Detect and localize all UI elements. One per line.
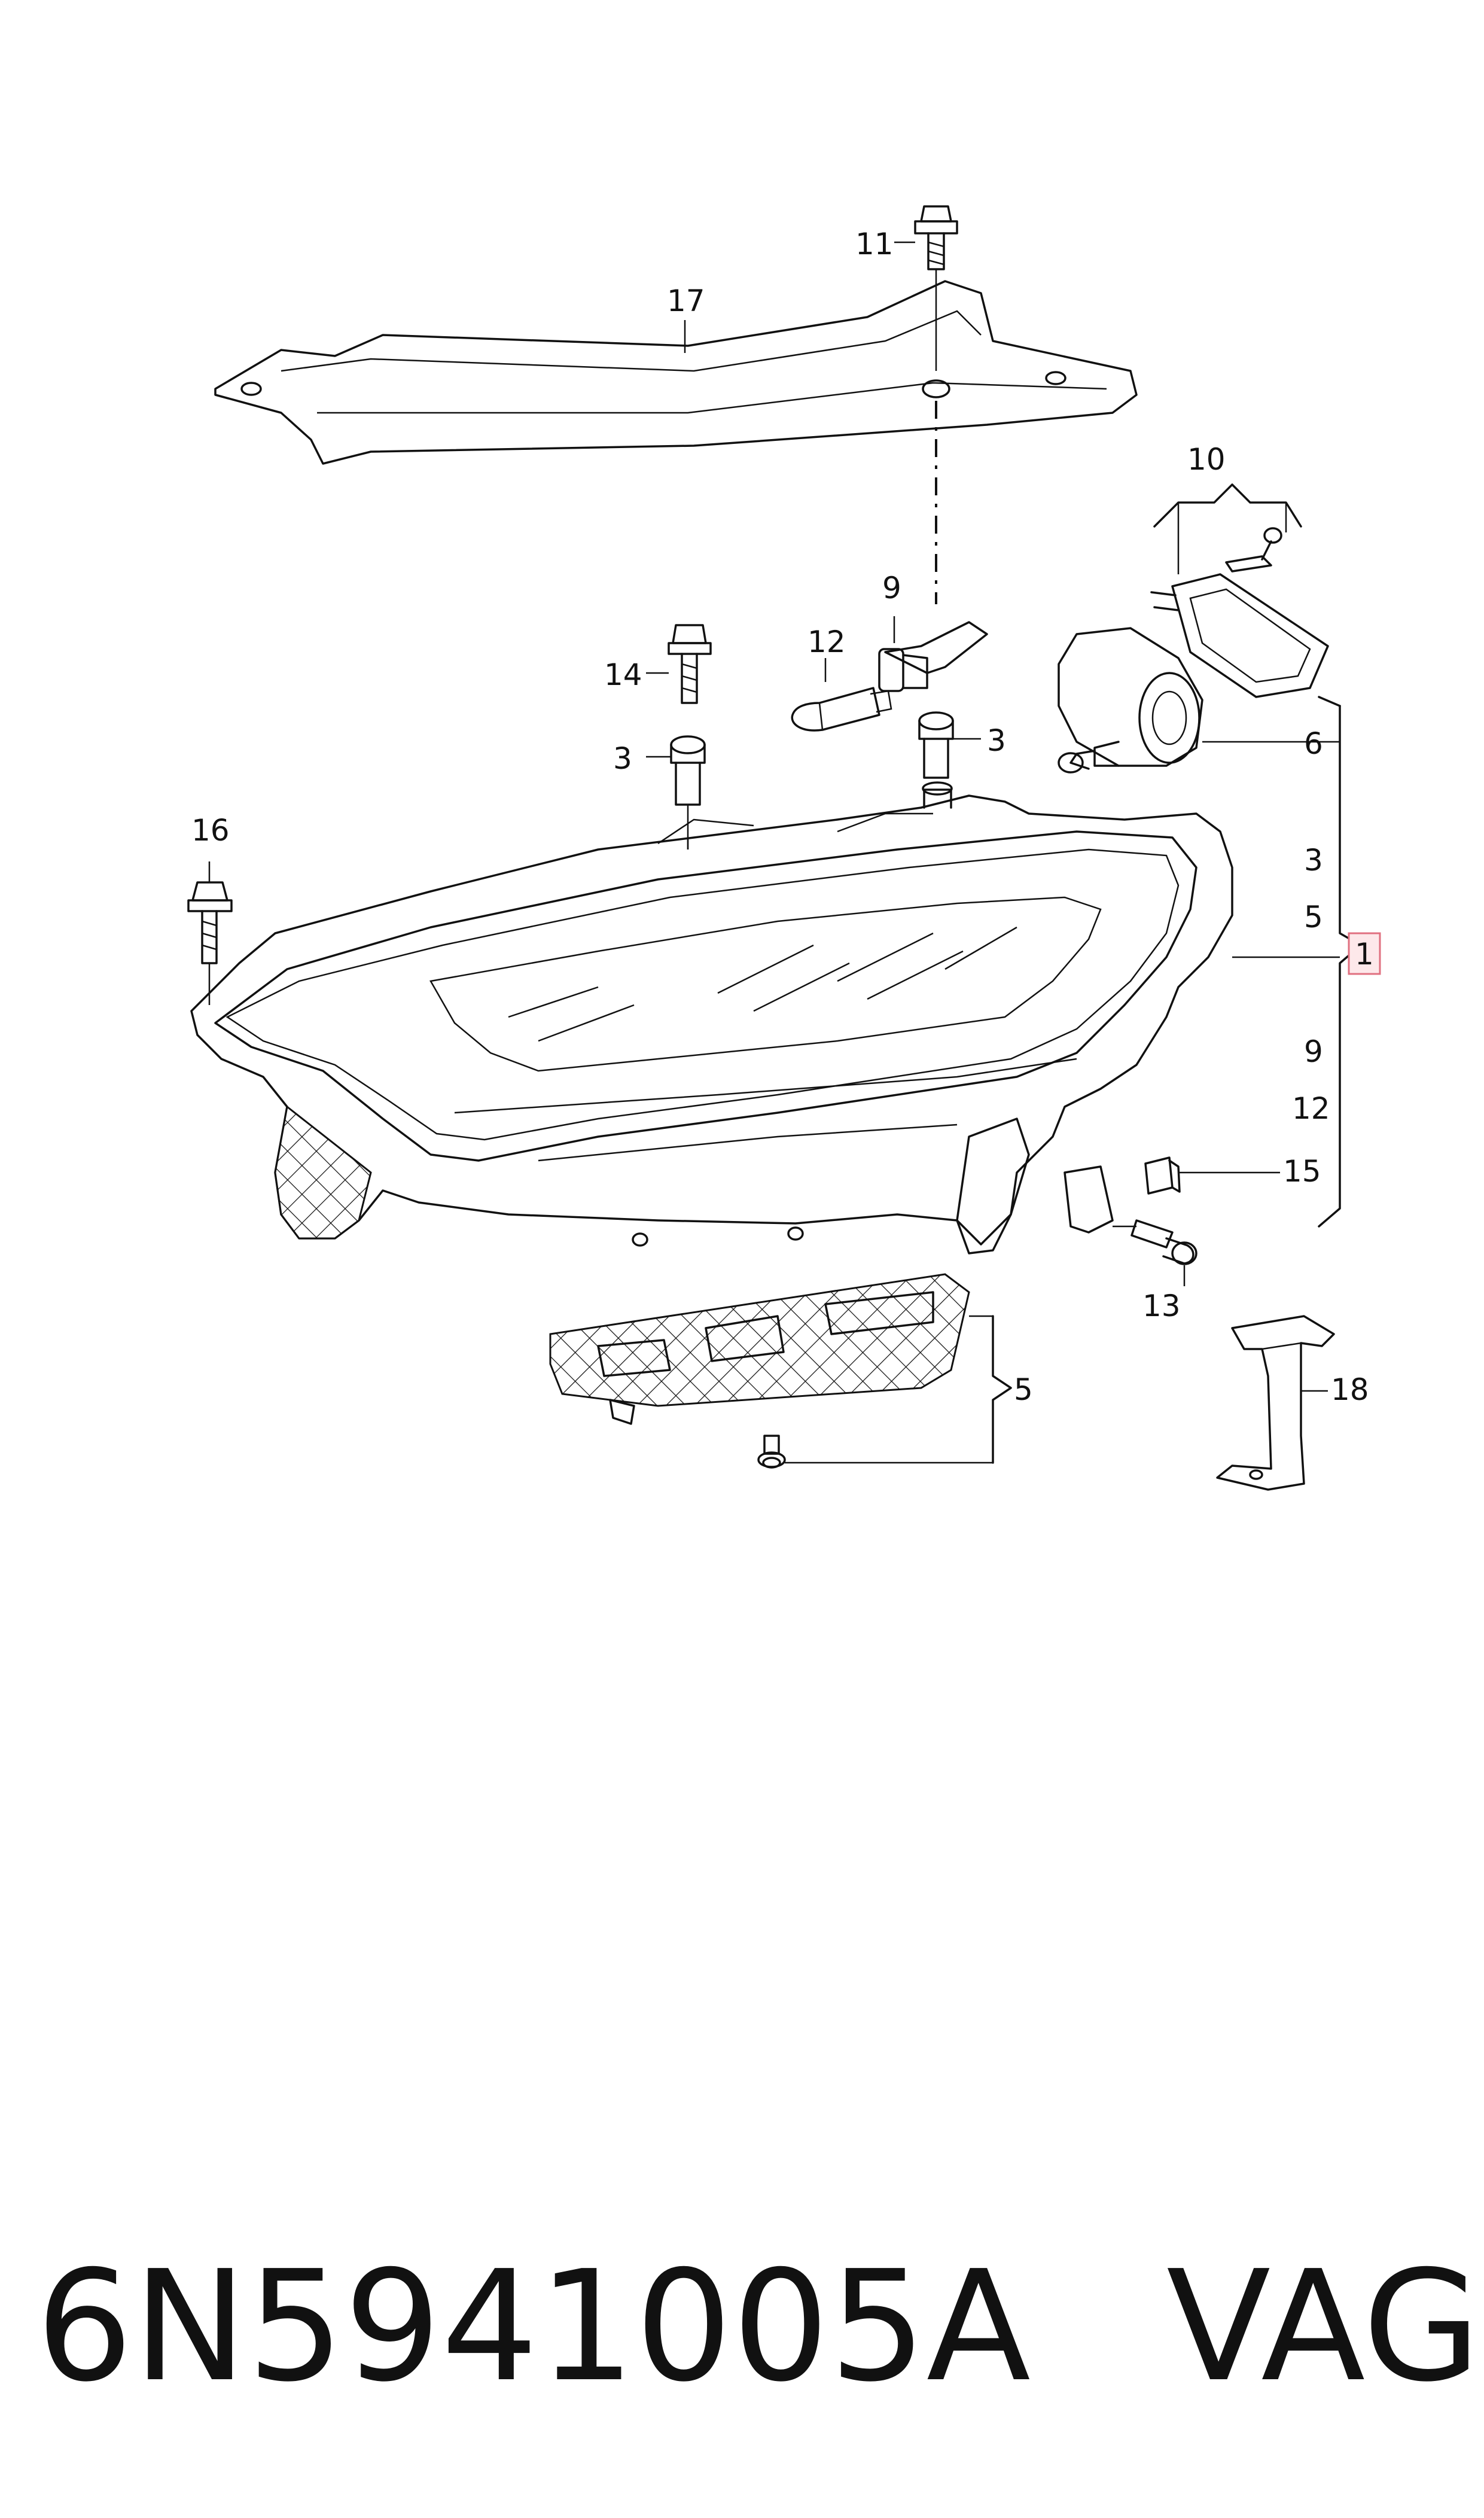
- callout-1-highlight: [1348, 932, 1381, 975]
- callout-3-list: 3: [1304, 843, 1323, 878]
- callout-3-right: 3: [987, 723, 1006, 758]
- bracket-part-18: [1216, 1315, 1335, 1491]
- footer: 6N5941005A VAG: [36, 2237, 1481, 2417]
- item-5-brace: [992, 1315, 1012, 1464]
- parts-diagram: 11 17 10 9 12 14 3 3 6 16 3 5 1 9 12 15 …: [187, 205, 1381, 1491]
- brand-name: VAG: [1166, 2238, 1481, 2416]
- clip-nut-part-15: [1144, 1156, 1280, 1195]
- callout-9-top: 9: [882, 571, 901, 605]
- bulb-part-12: [791, 658, 892, 732]
- callout-3-left: 3: [613, 741, 632, 776]
- clip-part-3-right: [918, 711, 981, 779]
- item-1-brace-top: [1318, 696, 1341, 707]
- callout-6: 6: [1304, 726, 1323, 761]
- headlight-housing-part-1: [190, 781, 1340, 1255]
- callout-18: 18: [1331, 1372, 1369, 1407]
- part-number: 6N5941005A: [36, 2238, 1031, 2416]
- screw-part-5: [757, 1435, 993, 1469]
- callout-1: 1: [1355, 937, 1374, 972]
- callout-15: 15: [1283, 1154, 1321, 1189]
- leveling-motor-part-6: [1058, 627, 1340, 774]
- callout-14: 14: [604, 657, 642, 692]
- callout-13: 13: [1142, 1289, 1181, 1323]
- bolt-part-11: [914, 205, 958, 371]
- callout-17: 17: [667, 284, 705, 318]
- callout-12-list: 12: [1292, 1091, 1330, 1126]
- callout-11: 11: [855, 227, 894, 261]
- upper-bracket-part-17: [214, 280, 1138, 465]
- control-module-part-10: [1150, 527, 1329, 698]
- bulb-socket-part-9: [878, 616, 988, 692]
- callout-9-list: 9: [1304, 1034, 1323, 1069]
- item-10-brace: [1153, 483, 1302, 528]
- bolt-part-16: [187, 861, 233, 1005]
- callout-12-top: 12: [807, 625, 846, 659]
- clip-part-3-left: [646, 735, 706, 850]
- callouts: 11 17 10 9 12 14 3 3 6 16 3 5 1 9 12 15 …: [191, 227, 1381, 1407]
- callout-10: 10: [1187, 442, 1226, 477]
- callout-5-cover: 5: [1014, 1372, 1033, 1407]
- callout-5-list: 5: [1304, 900, 1323, 934]
- bolt-part-14: [646, 624, 712, 704]
- lower-cover-part-5: [549, 1273, 993, 1425]
- callout-16: 16: [191, 813, 230, 848]
- bolt-part-13: [1113, 1219, 1197, 1286]
